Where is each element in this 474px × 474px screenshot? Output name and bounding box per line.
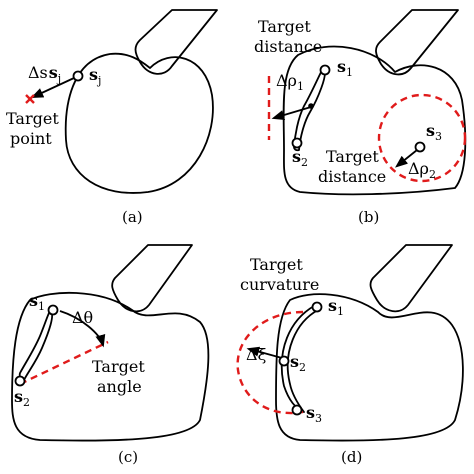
point-s2-d [278, 355, 290, 367]
delta-rho1-arrow [271, 106, 312, 120]
target-point-marker [25, 94, 35, 104]
target-distance-bottom-line2: distance [318, 167, 386, 186]
sj-label: sj [89, 65, 101, 87]
target-curvature-line1: Target [250, 255, 303, 274]
target-distance-circle [377, 93, 467, 183]
point-s3-d [291, 404, 303, 416]
point-sj [72, 70, 84, 82]
delta-xi-label: Δξ [246, 345, 267, 364]
delta-rho1-label: Δρ1 [276, 71, 304, 93]
robot-finger-a [134, 9, 218, 75]
body-segment-b [293, 67, 326, 152]
panel-d: Target curvature s1 s2 s3 Δξ (d) [236, 244, 464, 466]
target-angle-line2: angle [97, 377, 142, 396]
target-angle-line1: Target [92, 357, 145, 376]
s1-label-d: s1 [328, 296, 344, 318]
point-s3-b [414, 141, 426, 153]
s2-label-d: s2 [290, 352, 306, 374]
point-s1-d [311, 301, 323, 313]
target-point-line2: point [10, 129, 52, 148]
robot-finger-c [111, 244, 193, 313]
s1-label-c: s1 [29, 291, 45, 313]
panel-c: s1 s2 Δθ Target angle (c) [11, 244, 210, 466]
point-s2-b [291, 137, 303, 149]
object-outline-b [282, 45, 467, 196]
target-distance-top-line1: Target [258, 17, 311, 36]
caption-d: (d) [341, 448, 362, 466]
delta-xi-arrow [246, 346, 283, 359]
body-segment-c [18, 310, 54, 381]
curved-segment-d [280, 305, 319, 413]
robot-finger-b [375, 9, 459, 76]
delta-theta-arrow [59, 310, 106, 348]
target-distance-bottom-line1: Target [326, 147, 379, 166]
s3-label-b: s3 [426, 121, 442, 143]
object-outline-d [275, 293, 464, 442]
s1-label-b: s1 [337, 57, 353, 79]
mid-dot-b [308, 103, 314, 109]
caption-b: (b) [358, 208, 379, 226]
target-angle-line [19, 340, 109, 386]
delta-s-arrow [30, 77, 75, 99]
delta-rho2-arrow [395, 149, 418, 168]
panel-b: Target distance Δρ1 s1 s2 s3 Target dist… [254, 9, 467, 226]
robot-finger-d [369, 244, 453, 313]
point-s1-c [47, 304, 59, 316]
object-outline-c [11, 291, 210, 442]
target-point-line1: Target [6, 109, 59, 128]
delta-theta-label: Δθ [72, 308, 93, 327]
object-outline-a [64, 52, 214, 194]
target-curvature-arc [236, 310, 304, 415]
point-s2-c [14, 375, 26, 387]
delta-rho2-label: Δρ2 [408, 159, 436, 181]
s2-label-c: s2 [14, 387, 30, 409]
s2-label-b: s2 [292, 147, 308, 169]
target-distance-top-line2: distance [254, 37, 322, 56]
caption-a: (a) [122, 208, 143, 226]
point-s1-b [319, 64, 331, 76]
panel-a: Δssj sj Target point (a) [6, 9, 218, 226]
s3-label-d: s3 [306, 403, 322, 425]
caption-c: (c) [118, 448, 138, 466]
delta-sj-label: Δssj [28, 63, 61, 85]
target-curvature-line2: curvature [240, 275, 319, 294]
